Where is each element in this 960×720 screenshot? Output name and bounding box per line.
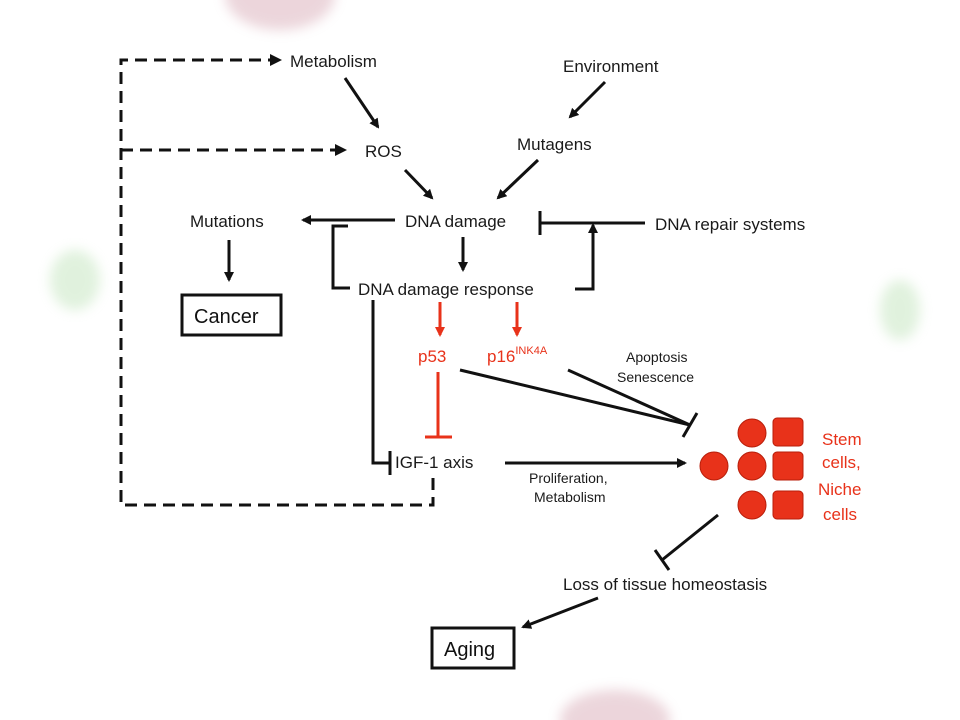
response-to-repair-arrow (575, 223, 598, 291)
response-inhibits-mutations-line (331, 224, 350, 290)
loss-to-aging-arrow (521, 596, 599, 629)
inhibition-lines (331, 211, 719, 571)
dna-damage-response-label: DNA damage response (358, 280, 534, 299)
environment-to-mutagens-arrow (568, 80, 607, 119)
igf1-axis-label: IGF-1 axis (395, 453, 473, 472)
stem-cell-circle (737, 418, 767, 448)
apoptosis-label: Apoptosis (626, 349, 687, 365)
stem-cell-circle (737, 451, 767, 481)
dashed-arrowheads (270, 54, 347, 156)
aging-box (430, 626, 516, 670)
activation-arrows (224, 77, 687, 629)
stem-cell-circle (737, 490, 767, 520)
red-pathway-edges (425, 302, 522, 439)
metabolism-label: Metabolism (290, 52, 377, 71)
p16-label: p16INK4A (487, 345, 548, 366)
dna-damage-label: DNA damage (405, 212, 506, 231)
metabolism-to-ros-arrow (343, 77, 380, 129)
cells-label: cells, (822, 453, 861, 472)
mutagens-to-dna-damage-arrow (496, 158, 540, 200)
niche-cell-square (772, 490, 804, 520)
metabolism-sub-label: Metabolism (534, 489, 606, 505)
ros-label: ROS (365, 142, 402, 161)
stem-cells-to-loss-bar (653, 549, 671, 571)
cancer-box (180, 293, 283, 337)
stem-cells-inhibition-bar (681, 412, 699, 438)
niche-cells-label: cells (823, 505, 857, 524)
mutations-label: Mutations (190, 212, 264, 231)
p53-label: p53 (418, 347, 446, 366)
niche-cell-square (772, 417, 804, 447)
metabolism-dashed-arrowhead (270, 54, 282, 66)
niche-label: Niche (818, 480, 861, 499)
cancer-label: Cancer (194, 306, 259, 328)
proliferation-label: Proliferation, (529, 470, 608, 486)
ros-to-dna-damage-arrow (403, 168, 434, 200)
loss-of-homeostasis-label: Loss of tissue homeostasis (563, 575, 767, 594)
dna-repair-label: DNA repair systems (655, 215, 805, 234)
decorative-blob-right (880, 280, 920, 340)
mutagens-label: Mutagens (517, 135, 592, 154)
stem-cell-circle (699, 451, 729, 481)
stem-label: Stem (822, 430, 862, 449)
aging-label: Aging (444, 639, 495, 661)
environment-label: Environment (563, 57, 659, 76)
stem-cells-to-loss-line (661, 513, 719, 562)
senescence-label: Senescence (617, 369, 694, 385)
stem-niche-cells (699, 417, 804, 520)
feedback-dashed-lines (119, 58, 435, 507)
niche-cell-square (772, 451, 804, 481)
response-inhibits-igf1-line (371, 300, 390, 465)
ros-dashed-arrowhead (335, 144, 347, 156)
decorative-blob-left (50, 250, 100, 310)
p53-to-stem-cells-line (459, 368, 691, 427)
p16-to-stem-cells-line (567, 368, 691, 427)
